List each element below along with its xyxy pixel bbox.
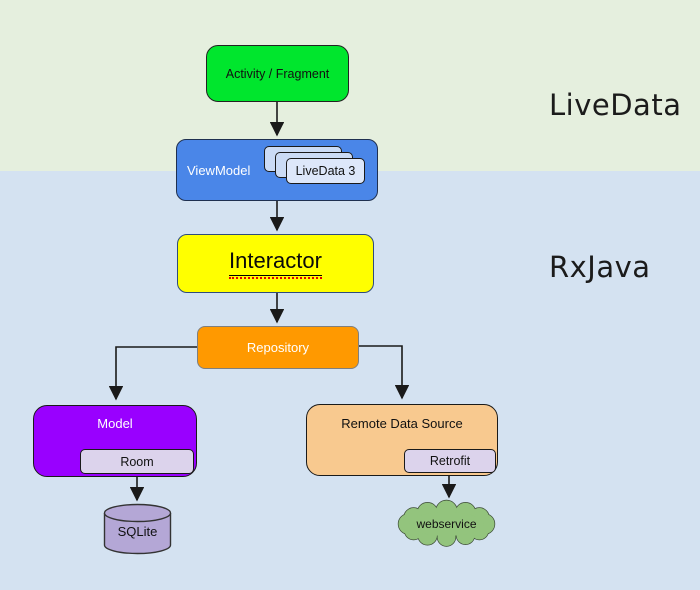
- activity-fragment-label: Activity / Fragment: [225, 66, 330, 81]
- room-label: Room: [120, 454, 154, 469]
- region-label-livedata: LiveData: [549, 88, 682, 122]
- region-label-rxjava: RxJava: [549, 250, 651, 284]
- livedata-card-front: LiveData 3: [286, 158, 365, 184]
- interactor-label: Interactor: [229, 248, 322, 276]
- model-label: Model: [97, 416, 133, 431]
- node-room: Room: [80, 449, 194, 474]
- repository-label: Repository: [246, 340, 310, 355]
- remote-data-source-label: Remote Data Source: [341, 416, 463, 431]
- retrofit-label: Retrofit: [429, 454, 471, 468]
- node-repository: Repository: [197, 326, 359, 369]
- node-activity-fragment: Activity / Fragment: [206, 45, 349, 102]
- node-retrofit: Retrofit: [404, 449, 496, 473]
- webservice-label: webservice: [416, 517, 477, 531]
- node-remote-data-source: Remote Data Source: [306, 404, 498, 476]
- interactor-spellcheck-squiggle: Interactor: [229, 248, 322, 279]
- sqlite-label: SQLite: [117, 524, 158, 539]
- viewmodel-label: ViewModel: [187, 162, 251, 178]
- node-interactor: Interactor: [177, 234, 374, 293]
- livedata-card-label: LiveData 3: [295, 164, 356, 178]
